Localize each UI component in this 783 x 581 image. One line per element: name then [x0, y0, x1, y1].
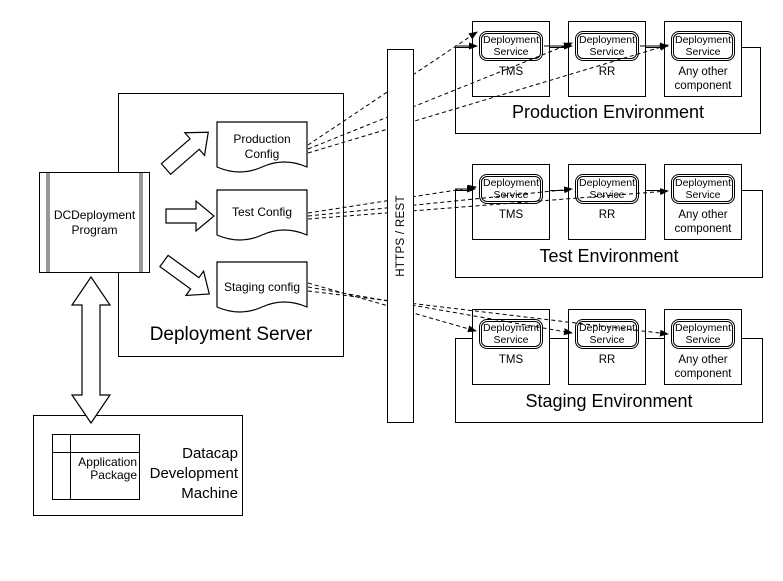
application-package-label: Application Package	[78, 455, 137, 482]
production-config-label: Production Config	[233, 132, 291, 161]
component-box-staging-other: Deployment Service Any other component	[664, 309, 742, 385]
component-shape-bar-right	[139, 173, 143, 272]
component-box-staging-rr: Deployment Service RR	[568, 309, 646, 385]
https-rest-label: HTTPS / REST	[394, 195, 407, 277]
dc-deployment-program-box: DCDeployment Program	[39, 172, 150, 273]
staging-config-label: Staging config	[223, 280, 301, 294]
application-package-shape: Application Package	[52, 434, 140, 500]
environment-production-label: Production Environment	[511, 102, 705, 122]
environment-production: Production Environment Deployment Servic…	[455, 21, 761, 134]
package-shape-horizontal-divider	[53, 452, 139, 453]
component-box-test-other: Deployment Service Any other component	[664, 164, 742, 240]
component-box-production-other: Deployment Service Any other component	[664, 21, 742, 97]
component-name: RR	[598, 66, 616, 78]
deployment-service-node: Deployment Service	[479, 319, 543, 349]
environment-test: Test Environment Deployment Service TMS …	[455, 164, 763, 278]
environment-staging: Staging Environment Deployment Service T…	[455, 309, 763, 423]
deployment-server-label: Deployment Server	[149, 324, 313, 345]
datacap-development-machine-label: Datacap Development Machine	[149, 445, 238, 502]
component-name: Any other component	[674, 66, 732, 92]
deployment-service-node: Deployment Service	[575, 31, 639, 61]
deployment-service-node: Deployment Service	[671, 319, 735, 349]
component-name: RR	[598, 354, 616, 366]
dc-deployment-program-label: DCDeployment Program	[53, 207, 136, 237]
deployment-service-label: Deployment Service	[577, 321, 637, 347]
component-name: RR	[598, 209, 616, 221]
environment-staging-label: Staging Environment	[525, 391, 693, 411]
deployment-service-label: Deployment Service	[673, 33, 733, 59]
deployment-service-label: Deployment Service	[481, 33, 541, 59]
component-name: Any other component	[674, 354, 732, 380]
component-box-production-tms: Deployment Service TMS	[472, 21, 550, 97]
test-config-label: Test Config	[231, 205, 293, 219]
package-shape-vertical-divider	[70, 435, 71, 499]
deployment-service-label: Deployment Service	[481, 321, 541, 347]
https-rest-bar: HTTPS / REST	[387, 49, 414, 423]
deployment-service-label: Deployment Service	[481, 176, 541, 202]
component-box-test-tms: Deployment Service TMS	[472, 164, 550, 240]
component-name: TMS	[498, 209, 524, 221]
double-arrow-program-machine	[70, 275, 112, 425]
deployment-service-node: Deployment Service	[671, 174, 735, 204]
deployment-service-label: Deployment Service	[577, 33, 637, 59]
component-name: TMS	[498, 66, 524, 78]
component-box-test-rr: Deployment Service RR	[568, 164, 646, 240]
component-box-production-rr: Deployment Service RR	[568, 21, 646, 97]
component-name: TMS	[498, 354, 524, 366]
deployment-service-label: Deployment Service	[673, 176, 733, 202]
deployment-service-node: Deployment Service	[479, 31, 543, 61]
component-shape-bar-left	[46, 173, 50, 272]
environment-test-label: Test Environment	[539, 246, 679, 266]
deployment-service-node: Deployment Service	[575, 174, 639, 204]
deployment-service-node: Deployment Service	[575, 319, 639, 349]
deployment-service-label: Deployment Service	[577, 176, 637, 202]
deployment-service-label: Deployment Service	[673, 321, 733, 347]
component-name: Any other component	[674, 209, 732, 235]
component-box-staging-tms: Deployment Service TMS	[472, 309, 550, 385]
deployment-service-node: Deployment Service	[479, 174, 543, 204]
deployment-service-node: Deployment Service	[671, 31, 735, 61]
